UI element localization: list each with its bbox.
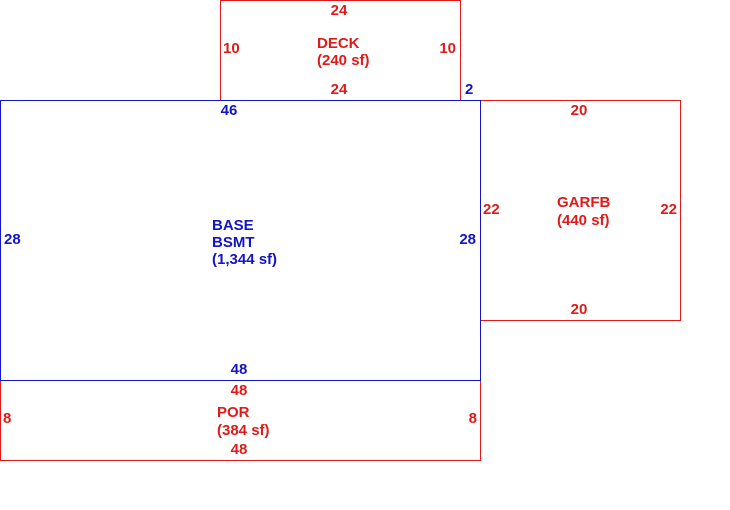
- por-label: POR: [217, 404, 250, 421]
- por-dim-left: 8: [3, 410, 11, 427]
- deck-dim-top: 24: [331, 2, 348, 19]
- deck-dim-right: 10: [439, 40, 456, 57]
- base-dim-top: 46: [221, 102, 238, 119]
- garfb-dim-left: 22: [483, 201, 500, 218]
- deck-area: (240 sf): [317, 52, 370, 69]
- base-area: (1,344 sf): [212, 251, 277, 268]
- por-dim-top: 48: [231, 382, 248, 399]
- base-dim-bottom: 48: [231, 361, 248, 378]
- base-label-1: BASE: [212, 217, 254, 234]
- por-dim-right: 8: [469, 410, 477, 427]
- por-dim-bottom: 48: [231, 441, 248, 458]
- garfb-dim-right: 22: [660, 201, 677, 218]
- base-label-2: BSMT: [212, 234, 255, 251]
- base-outline: [0, 100, 481, 381]
- deck-dim-offset: 2: [465, 81, 473, 98]
- deck-label: DECK: [317, 35, 360, 52]
- por-area: (384 sf): [217, 422, 270, 439]
- garfb-label: GARFB: [557, 194, 610, 211]
- base-dim-left: 28: [4, 231, 21, 248]
- base-dim-right: 28: [459, 231, 476, 248]
- deck-dim-bottom: 24: [331, 81, 348, 98]
- garfb-area: (440 sf): [557, 212, 610, 229]
- garfb-dim-top: 20: [571, 102, 588, 119]
- garfb-dim-bottom: 20: [571, 301, 588, 318]
- deck-dim-left: 10: [223, 40, 240, 57]
